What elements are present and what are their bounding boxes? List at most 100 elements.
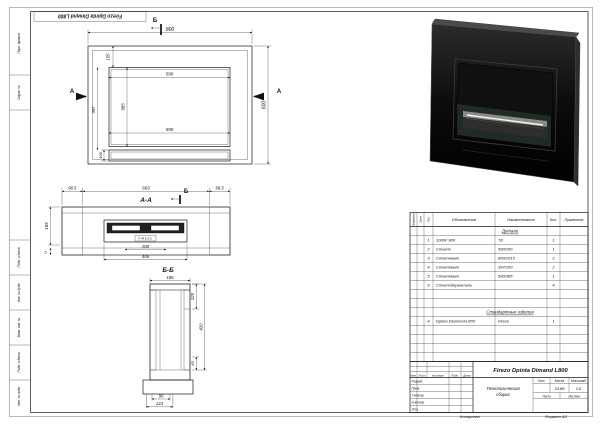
spec-header-name: Наименование <box>507 217 535 222</box>
spec-row-qty: 4 <box>552 283 555 288</box>
spec-section-standard: Стандартные изделия <box>486 310 534 315</box>
spec-row-pos: 2 <box>426 247 430 252</box>
spec-section-parts: Детали <box>501 229 519 234</box>
dim-aa-right: 98.5 <box>216 186 225 191</box>
tb-head-list: Лист <box>417 373 426 377</box>
spec-row-qty: 1 <box>552 247 554 252</box>
tb-doc-type-2: сборка <box>496 392 510 397</box>
dim-aa-burner-outer: 406 <box>142 254 150 259</box>
render-opening-bevel <box>452 58 558 152</box>
dim-opening-width-top: 590 <box>166 72 174 77</box>
drawing-frame: Перв. примен. Справ. № Подп. и дата Инв.… <box>9 7 593 419</box>
rotated-designation-stamp: Firezo Dpinta Dimand L800 <box>58 12 122 18</box>
tb-mass-value: 33.88 <box>554 386 565 391</box>
section-marker-b-aa: Б <box>184 189 189 195</box>
spec-row-qty: 2 <box>551 256 555 261</box>
tb-scale-label: Масштаб <box>571 379 586 383</box>
dim-aa-height: 185 <box>44 222 49 230</box>
dim-bb-height: 420 <box>199 323 204 331</box>
spec-row-qty: 1 <box>552 238 554 243</box>
spec-header-zone: Зона <box>419 216 423 223</box>
spec-row-qty: 1 <box>552 319 554 324</box>
tb-doc-type-1: Технологическая <box>486 386 520 391</box>
spec-header-note: Примечание <box>565 218 584 222</box>
dim-aa-center: 603 <box>142 186 150 191</box>
dim-bb-foot: 123 <box>156 401 164 406</box>
dim-side-height: 397 <box>91 106 96 114</box>
frame-label-perv: Перв. примен. <box>17 32 21 53</box>
spec-row-name: 800/1015 <box>498 256 515 261</box>
render-reflection-line <box>461 149 549 162</box>
tb-head-podp: Подп. <box>451 373 459 377</box>
spec-row-designation: Стекломат <box>436 274 460 279</box>
spec-table: Формат Зона Поз. Обозначение Наименовани… <box>409 212 589 362</box>
tb-sheet-label: Лист <box>541 394 551 398</box>
dim-opening-height: 385 <box>120 103 125 111</box>
spec-row-pos: 1 <box>427 238 429 243</box>
tb-row-prov: Пров. <box>412 387 421 391</box>
spec-row-name: ТЕ <box>498 238 503 243</box>
tb-sheets-label: Листов <box>567 394 580 398</box>
dim-bb-top: 185 <box>166 275 174 280</box>
burner-logo-label: FIREZO <box>139 237 153 241</box>
frame-label-vzam: Взам. инв. № <box>17 317 21 337</box>
tb-row-utv: Утв. <box>412 408 419 412</box>
footer-copied-label: Копировал <box>460 414 481 419</box>
spec-row-name: Firezo <box>498 319 510 324</box>
render-burner-front <box>463 117 547 138</box>
tb-head-doc: № докум. <box>432 373 445 377</box>
frame-label-podp1: Подп. и дата <box>17 247 21 267</box>
dim-bb-base: 65 <box>190 361 195 366</box>
dim-bb-upper: 120 <box>190 292 195 300</box>
spec-row-designation: Стекломат <box>436 265 460 270</box>
spec-header-format: Формат <box>412 213 416 225</box>
spec-header-designation: Обозначение <box>452 217 477 222</box>
dim-slot-height: 100 <box>98 151 103 158</box>
dim-front-top-offset: 105 <box>106 53 111 61</box>
front-view: 800 600 105 590 385 590 100 397 А А Б <box>70 18 282 165</box>
spec-row-qty: 2 <box>551 265 555 270</box>
dim-bb-foot-inner: 90 <box>159 393 164 398</box>
dim-aa-burner-inner: 200 <box>141 244 150 249</box>
frame-label-inv-dubl: Инв. № дубл. <box>17 283 21 303</box>
spec-row-name: 590/385 <box>498 274 513 279</box>
tb-lit-label: Лит. <box>537 379 546 383</box>
spec-row-designation: Стеклодержатель <box>436 283 472 288</box>
spec-row-pos: 6 <box>427 283 430 288</box>
tb-title: Firezo Dpinta Dimand L800 <box>493 368 568 374</box>
spec-row-designation: Dpinta Diamond-L800 <box>436 319 476 324</box>
tb-row-nkontr: Н.контр. <box>412 401 426 405</box>
tb-scale-value: 1:5 <box>576 386 582 391</box>
frame-label-inv-podl: Инв. № подл. <box>17 386 21 406</box>
dim-aa-lip: 5 <box>44 250 47 255</box>
spec-header-qty: Кол. <box>550 218 557 222</box>
tb-head-data: Дата <box>462 373 471 377</box>
section-marker-a-right: А <box>277 89 282 95</box>
footer-format-label: Формат А2 <box>545 414 568 419</box>
spec-row-designation: Стекломат <box>436 256 460 261</box>
tb-row-tkontr: Т.контр. <box>412 394 425 398</box>
dim-front-height: 600 <box>262 101 268 110</box>
section-marker-a-left: А <box>70 89 75 95</box>
spec-row-pos: 3 <box>427 256 430 261</box>
title-block: Изм. Лист № докум. Подп. Дата Разраб. Пр… <box>409 361 589 413</box>
tb-row-razrab: Разраб. <box>412 380 424 384</box>
section-aa-view: А-А 98.5 603 98.5 Б FIREZO 185 5 <box>44 186 231 261</box>
spec-row-name: 590/100 <box>498 247 513 252</box>
section-aa-title: А-А <box>139 197 152 204</box>
spec-row-name: 397/100 <box>498 265 513 270</box>
tb-mass-label: Масса <box>555 379 565 383</box>
spec-row-pos: 4 <box>427 319 430 324</box>
dim-opening-width-bottom: 590 <box>166 127 174 132</box>
spec-row-designation: 1000F 900 <box>436 238 456 243</box>
spec-row-qty: 1 <box>552 274 554 279</box>
section-bb-view: Б-Б 185 120 420 65 90 123 <box>142 267 207 408</box>
tb-head-izm: Изм. <box>411 373 417 377</box>
frame-label-sprav: Справ. № <box>17 85 21 100</box>
iso-render <box>429 18 581 187</box>
spec-row-designation: Стекло <box>436 247 452 252</box>
render-flame-slot <box>466 114 544 126</box>
render-burner-line <box>466 118 544 129</box>
